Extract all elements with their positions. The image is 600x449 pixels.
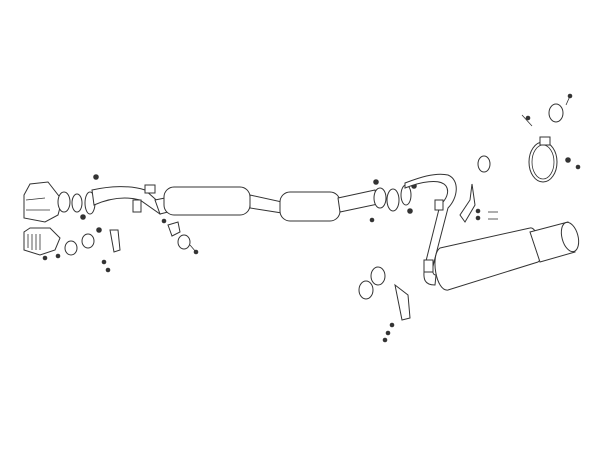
- resonator-rear: [279, 189, 379, 222]
- rubber-hangers: [64, 103, 564, 300]
- rear-flange-gaskets: [369, 179, 417, 223]
- bolts-and-nuts: [42, 93, 581, 343]
- resonator-front: [154, 186, 251, 216]
- exhaust-clamp: [528, 136, 558, 183]
- front-flange-gaskets: [57, 174, 99, 220]
- muffler: [434, 221, 580, 291]
- catalytic-converter-lower: [23, 227, 61, 256]
- hanger-brackets: [109, 183, 476, 321]
